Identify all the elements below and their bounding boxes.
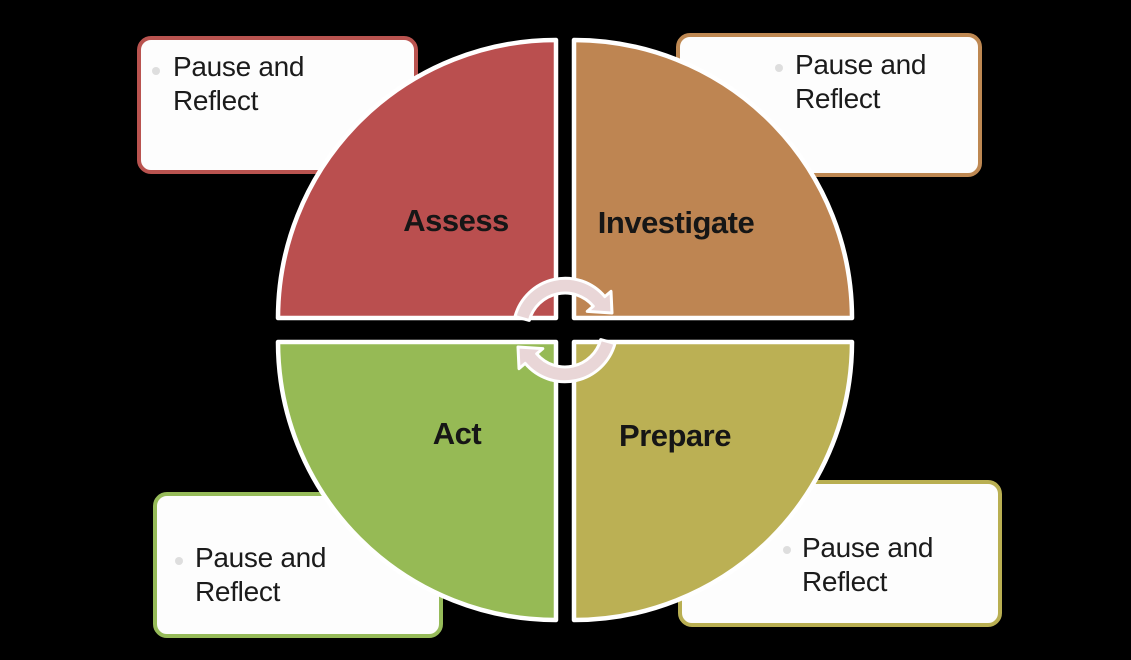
bullet-icon xyxy=(783,546,791,554)
bullet-icon xyxy=(175,557,183,565)
cycle-arrow-top-icon xyxy=(513,276,614,322)
quadrant-assess-wedge xyxy=(275,37,559,321)
quadrant-label-act: Act xyxy=(432,416,482,451)
cycle-arrow-bottom-icon xyxy=(516,338,617,384)
quadrant-prepare-wedge xyxy=(571,339,855,623)
callout-text: Pause and Reflect xyxy=(802,532,934,597)
quadrant-label-assess: Assess xyxy=(403,203,509,238)
callout-text: Pause and Reflect xyxy=(173,51,305,116)
bullet-icon xyxy=(775,64,783,72)
bullet-icon xyxy=(152,67,160,75)
callout-text: Pause and Reflect xyxy=(195,542,327,607)
quadrant-label-investigate: Investigate xyxy=(597,205,755,240)
quadrant-label-prepare: Prepare xyxy=(619,418,731,453)
quadrant-investigate-wedge xyxy=(571,37,855,321)
callout-box-top-left: Pause and Reflect xyxy=(137,36,418,174)
quadrant-act-wedge xyxy=(275,339,559,623)
callout-text: Pause and Reflect xyxy=(795,49,927,114)
